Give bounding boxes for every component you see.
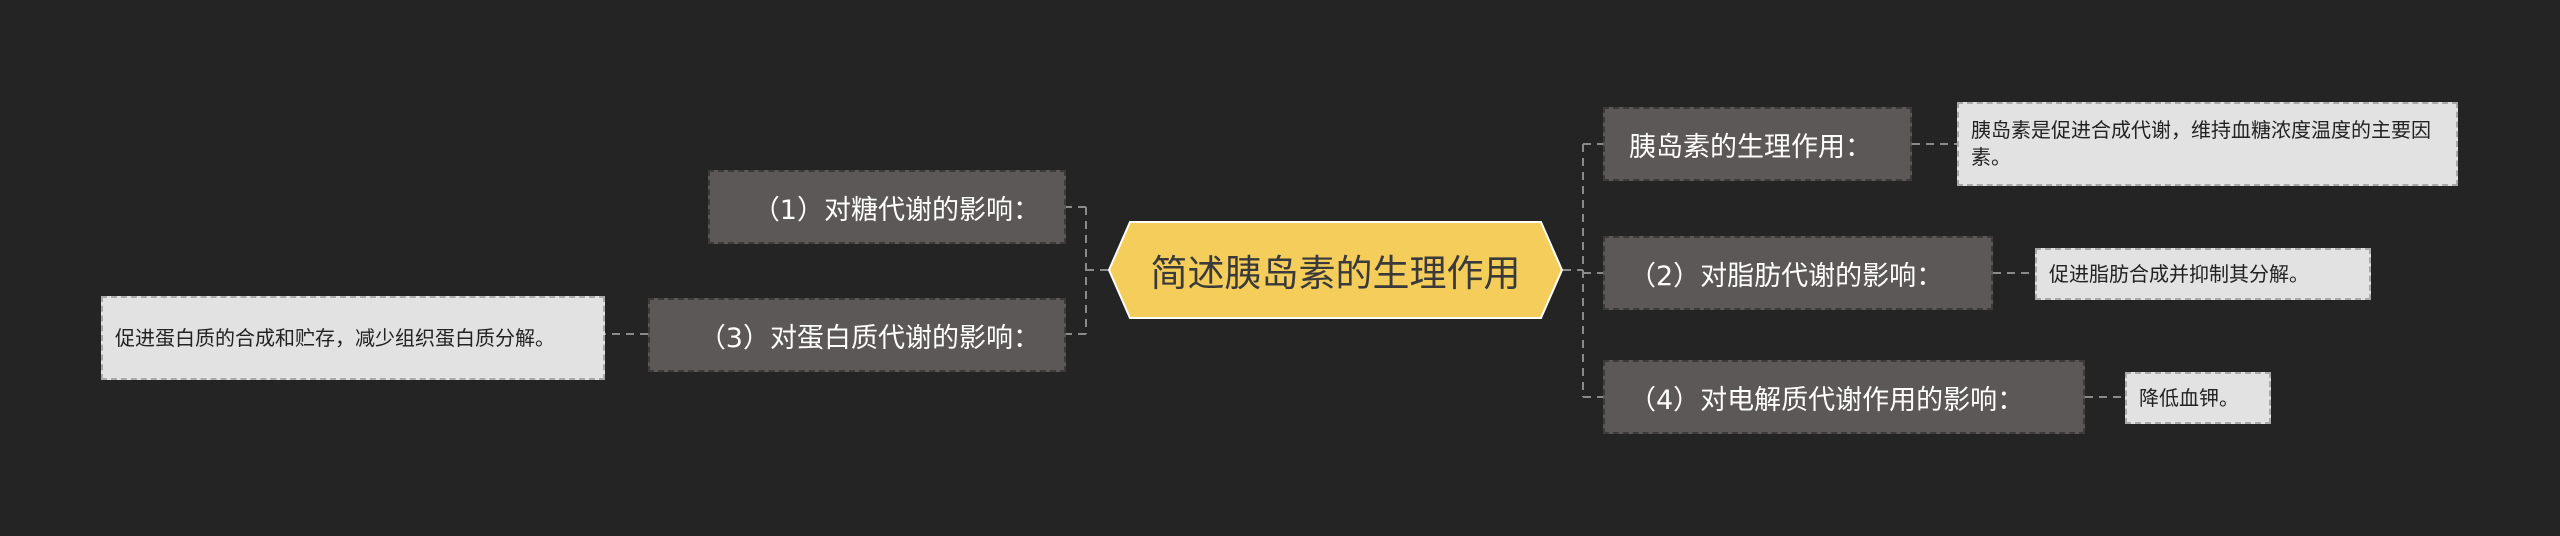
- leaf-fat-metabolism[interactable]: 促进脂肪合成并抑制其分解。: [2035, 248, 2371, 300]
- leaf-insulin-function[interactable]: 胰岛素是促进合成代谢，维持血糖浓度温度的主要因素。: [1957, 102, 2458, 186]
- branch-insulin-function-label: 胰岛素的生理作用：: [1629, 131, 1872, 163]
- central-topic-shape: [1108, 221, 1563, 319]
- leaf-electrolyte-metabolism-text: 降低血钾。: [2139, 385, 2239, 410]
- branch-fat-metabolism[interactable]: （2）对脂肪代谢的影响：: [1603, 236, 1993, 310]
- branch-electrolyte-metabolism-label: （4）对电解质代谢作用的影响：: [1629, 384, 2025, 416]
- leaf-electrolyte-metabolism[interactable]: 降低血钾。: [2125, 372, 2271, 424]
- branch-sugar-metabolism[interactable]: （1）对糖代谢的影响：: [708, 170, 1066, 244]
- branch-fat-metabolism-label: （2）对脂肪代谢的影响：: [1629, 260, 1944, 292]
- leaf-protein-metabolism[interactable]: 促进蛋白质的合成和贮存，减少组织蛋白质分解。: [101, 296, 605, 380]
- branch-insulin-function[interactable]: 胰岛素的生理作用：: [1603, 107, 1912, 181]
- leaf-fat-metabolism-text: 促进脂肪合成并抑制其分解。: [2049, 261, 2309, 286]
- leaf-insulin-function-text: 胰岛素是促进合成代谢，维持血糖浓度温度的主要因素。: [1971, 118, 2431, 169]
- leaf-protein-metabolism-text: 促进蛋白质的合成和贮存，减少组织蛋白质分解。: [115, 325, 555, 350]
- central-topic-label: 简述胰岛素的生理作用: [1150, 252, 1521, 295]
- branch-protein-metabolism[interactable]: （3）对蛋白质代谢的影响：: [648, 298, 1066, 372]
- branch-protein-metabolism-label: （3）对蛋白质代谢的影响：: [698, 322, 1040, 354]
- branch-electrolyte-metabolism[interactable]: （4）对电解质代谢作用的影响：: [1603, 360, 2085, 434]
- branch-sugar-metabolism-label: （1）对糖代谢的影响：: [752, 194, 1040, 226]
- central-topic[interactable]: 简述胰岛素的生理作用: [1108, 221, 1563, 319]
